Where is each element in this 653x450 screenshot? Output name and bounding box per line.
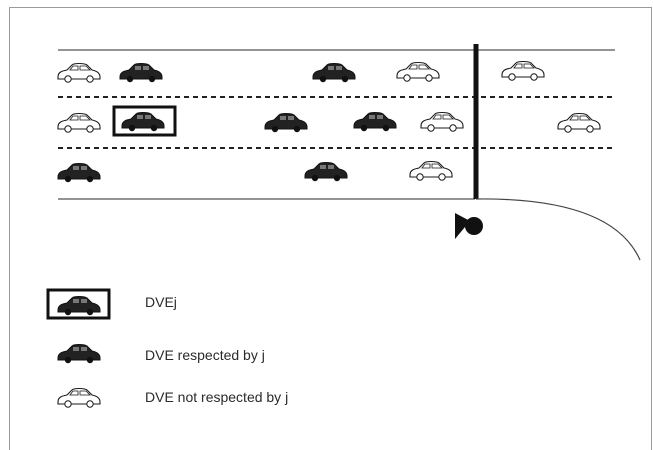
car-icon [304, 162, 348, 182]
legend-label-respected: DVE respected by j [145, 347, 265, 363]
legend-dvej-box [46, 288, 111, 320]
car-icon [57, 62, 101, 83]
car-icon [57, 296, 101, 316]
car-icon [501, 60, 545, 81]
figure-frame [9, 7, 652, 450]
car-icon [353, 112, 397, 132]
legend-label-dvej: DVEj [145, 294, 177, 310]
car-icon [557, 112, 601, 133]
car-icon [119, 63, 163, 83]
exit-ramp-curve [475, 198, 641, 261]
car-icon [57, 344, 101, 364]
car-icon [409, 160, 453, 181]
car-icon [57, 387, 101, 408]
car-icon [420, 111, 464, 132]
dvej-highlight-box [112, 105, 177, 137]
car-icon [264, 113, 308, 133]
car-icon [396, 61, 440, 82]
car-icon [121, 112, 165, 132]
legend-label-not-respected: DVE not respected by j [145, 389, 289, 405]
merge-marker-icon [455, 213, 483, 239]
car-icon [57, 112, 101, 133]
car-icon [312, 63, 356, 83]
car-icon [57, 163, 101, 183]
